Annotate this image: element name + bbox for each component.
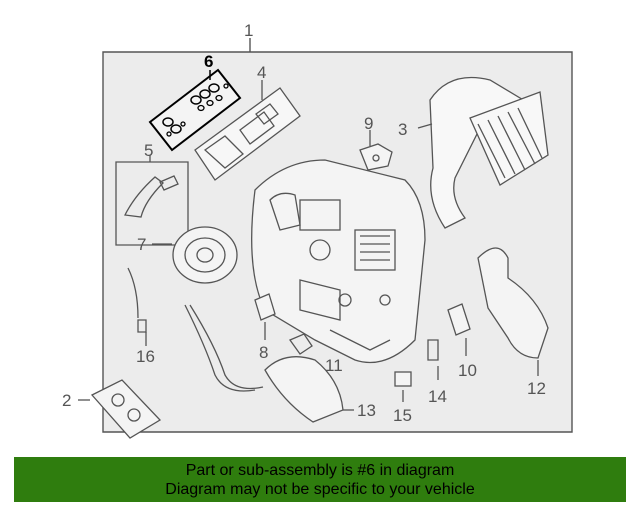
banner-line-1: Part or sub-assembly is #6 in diagram (185, 462, 455, 479)
callout-5: 5 (144, 141, 153, 160)
hvac-case-main[interactable] (251, 159, 426, 364)
callout-9: 9 (364, 114, 373, 133)
callout-12: 12 (527, 379, 546, 398)
callout-3: 3 (398, 120, 407, 139)
callout-8: 8 (259, 343, 268, 362)
part-8-sensor[interactable] (254, 293, 276, 340)
part-9-actuator[interactable] (359, 130, 393, 171)
part-6-gasket-set[interactable] (148, 68, 242, 152)
part-7-blower-motor[interactable] (152, 226, 238, 284)
part-4-actuator-group[interactable] (194, 80, 301, 181)
part-12-duct[interactable] (477, 247, 549, 376)
callout-14: 14 (428, 387, 447, 406)
part-2-filter-cover[interactable] (78, 379, 162, 439)
part-16-wire-harness[interactable] (127, 267, 264, 392)
callout-15: 15 (393, 406, 412, 425)
parts-diagram: 1 2 3 4 5 6 7 8 9 10 11 12 13 14 15 16 (62, 21, 573, 439)
callout-11: 11 (325, 356, 343, 375)
part-10-actuator[interactable] (447, 303, 471, 356)
part-13-plate[interactable] (264, 356, 354, 423)
part-14-sensor[interactable] (427, 339, 439, 380)
callout-4: 4 (257, 63, 266, 82)
callout-1: 1 (244, 21, 253, 40)
info-banner: Part or sub-assembly is #6 in diagram Di… (14, 457, 626, 502)
callout-16: 16 (136, 347, 155, 366)
banner-line-2: Diagram may not be specific to your vehi… (165, 481, 475, 498)
callout-2: 2 (62, 391, 71, 410)
callout-6: 6 (204, 52, 213, 71)
part-15-clip[interactable] (394, 371, 412, 402)
callout-13: 13 (357, 401, 376, 420)
callout-7: 7 (137, 235, 146, 254)
callout-10: 10 (458, 361, 477, 380)
part-3-heater-core[interactable] (417, 76, 549, 229)
